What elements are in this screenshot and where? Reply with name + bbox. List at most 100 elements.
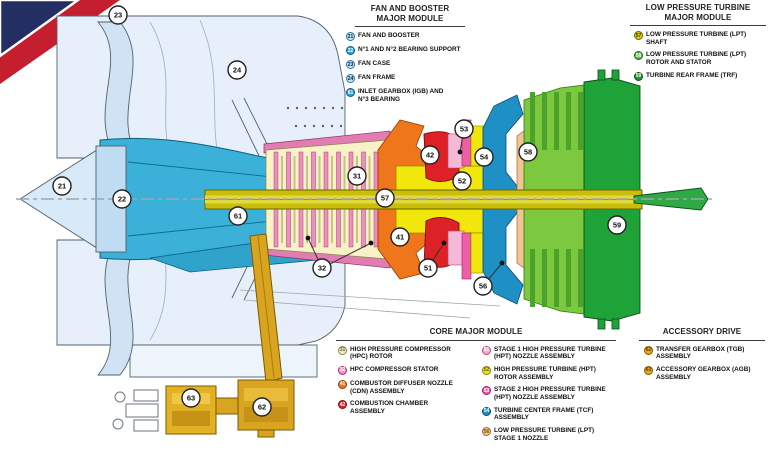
svg-text:51: 51	[424, 264, 432, 273]
svg-text:56: 56	[479, 282, 487, 291]
legend-item-label: LOW PRESSURE TURBINE (LPT)ROTOR AND STAT…	[646, 51, 747, 67]
legend-accessory-title: ACCESSORY DRIVE	[662, 327, 742, 336]
callout-63: 63	[181, 388, 201, 408]
legend-item-label: FAN AND BOOSTER	[358, 32, 420, 39]
legend-badge-41: 41	[338, 379, 347, 389]
callout-24: 24	[227, 60, 247, 80]
svg-text:24: 24	[233, 66, 242, 75]
svg-text:31: 31	[353, 172, 361, 181]
legend-item-label: STAGE 1 HIGH PRESSURE TURBINE(HPT) NOZZL…	[494, 345, 606, 361]
legend-item-label: HIGH PRESSURE COMPRESSOR(HPC) ROTOR	[350, 345, 451, 361]
callout-59: 59	[607, 215, 627, 235]
svg-text:32: 32	[318, 264, 326, 273]
legend-badge-22: 22	[346, 46, 355, 55]
svg-text:22: 22	[118, 195, 126, 204]
lpt-blade-rows	[530, 92, 583, 150]
legend-item-label: N°1 AND N°2 BEARING SUPPORT	[358, 46, 461, 53]
callout-54: 54	[474, 147, 494, 167]
legend-badge-24: 24	[346, 74, 355, 83]
legend-badge-51: 51	[482, 345, 491, 355]
legend-badge-56: 56	[482, 427, 491, 437]
callout-31: 31	[347, 166, 367, 186]
callout-61: 61	[228, 206, 248, 226]
legend-badge-23: 23	[346, 60, 355, 69]
svg-text:62: 62	[258, 403, 266, 412]
legend-badge-62: 62	[644, 345, 653, 355]
legend-fan-booster-title: FAN AND BOOSTER MAJOR MODULE	[370, 4, 450, 23]
legend-rule	[639, 339, 765, 341]
legend-badge-54: 54	[482, 406, 491, 416]
svg-text:57: 57	[381, 194, 389, 203]
legend-badge-32: 32	[338, 365, 347, 375]
callout-42: 42	[420, 145, 440, 165]
legend-item-label: HIGH PRESSURE TURBINE (HPT)ROTOR ASSEMBL…	[494, 365, 596, 381]
legend-rule	[336, 339, 616, 341]
svg-text:41: 41	[396, 233, 404, 242]
legend-core-title: CORE MAJOR MODULE	[429, 327, 523, 336]
svg-text:61: 61	[234, 212, 242, 221]
legend-badge-21: 21	[346, 32, 355, 41]
callout-22: 22	[112, 189, 132, 209]
legend-badge-57: 57	[634, 31, 643, 40]
callout-23: 23	[108, 5, 128, 25]
legend-item-label: LOW PRESSURE TURBINE (LPT)STAGE 1 NOZZLE	[494, 427, 595, 442]
legend-rule	[630, 25, 766, 26]
svg-text:42: 42	[426, 151, 434, 160]
callout-52: 52	[452, 171, 472, 191]
svg-text:53: 53	[460, 125, 468, 134]
legend-item-label: ACCESSORY GEARBOX (AGB)ASSEMBLY	[656, 365, 751, 381]
legend-item-label: LOW PRESSURE TURBINE (LPT)SHAFT	[646, 31, 747, 46]
fan-frame-strut	[231, 99, 263, 163]
callout-53: 53	[454, 119, 474, 155]
svg-text:54: 54	[480, 153, 489, 162]
legend-badge-59: 59	[634, 71, 643, 81]
callout-51: 51	[418, 240, 447, 278]
legend-item-label: STAGE 2 HIGH PRESSURE TURBINE(HPT) NOZZL…	[494, 386, 606, 402]
legend-badge-31: 31	[338, 345, 347, 355]
legend-item-label: TRANSFER GEARBOX (TGB)ASSEMBLY	[656, 345, 745, 361]
svg-text:63: 63	[187, 394, 195, 403]
svg-text:52: 52	[458, 177, 466, 186]
legend-item-label: TURBINE REAR FRAME (TRF)	[646, 71, 738, 79]
legend-lpt-title: LOW PRESSURE TURBINE MAJOR MODULE	[645, 3, 751, 22]
legend-badge-58: 58	[634, 51, 643, 61]
callout-21: 21	[52, 176, 72, 196]
legend-badge-53: 53	[482, 386, 491, 396]
callout-62: 62	[252, 397, 272, 417]
callout-32: 32	[305, 235, 374, 278]
legend-item-label: TURBINE CENTER FRAME (TCF)ASSEMBLY	[494, 406, 594, 422]
callout-41: 41	[390, 227, 410, 247]
trf-shape	[583, 77, 641, 193]
legend-item-label: HPC COMPRESSOR STATOR	[350, 365, 439, 373]
callout-56: 56	[473, 260, 505, 296]
legend-rule	[355, 26, 465, 27]
legend-badge-42: 42	[338, 400, 347, 410]
